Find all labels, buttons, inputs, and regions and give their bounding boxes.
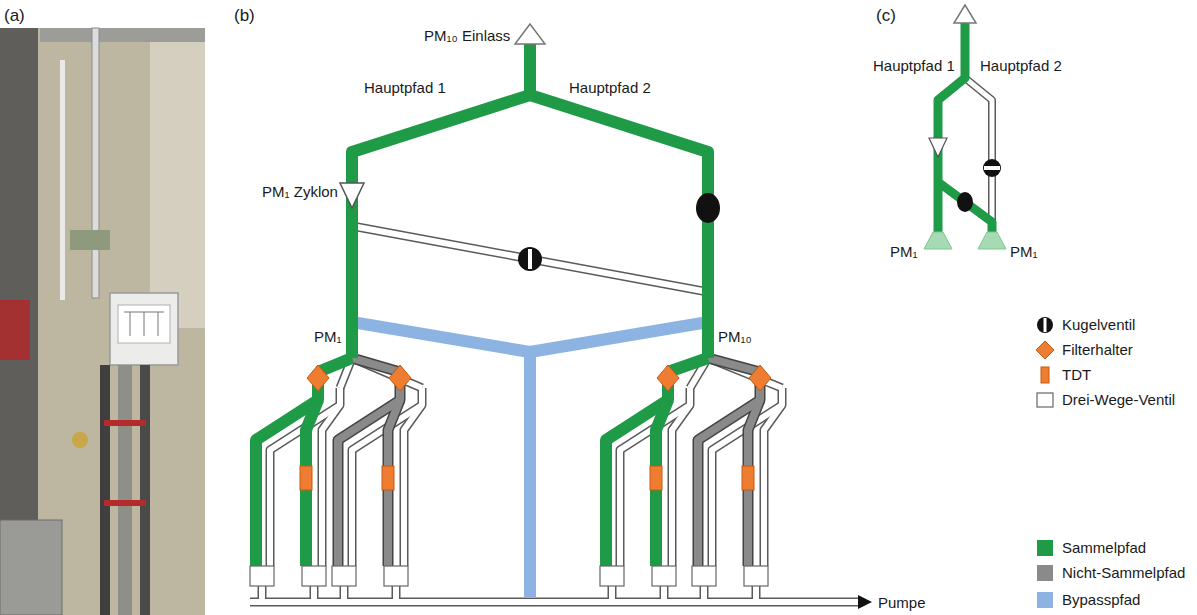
legend-text: Kugelventil bbox=[1062, 316, 1135, 333]
size-label: PM₁₀ bbox=[718, 328, 752, 345]
inactive-pipe-fill bbox=[250, 226, 858, 602]
legend-swatch bbox=[1037, 565, 1053, 581]
panel-label: (a) bbox=[4, 6, 25, 26]
legend-three-way-valve bbox=[1037, 393, 1053, 407]
grey-feed bbox=[352, 358, 400, 372]
cyclone-symbol bbox=[340, 183, 364, 208]
inlet-symbol bbox=[515, 24, 545, 44]
filter-tdt-valves bbox=[332, 365, 411, 586]
photo-frame bbox=[118, 365, 132, 615]
path-label: Hauptpfad 2 bbox=[569, 79, 651, 96]
main-path-2 bbox=[530, 95, 708, 358]
ball-valve-slot bbox=[984, 166, 1000, 170]
bypass-feed bbox=[352, 358, 422, 388]
legend-filter-holder bbox=[1036, 341, 1054, 359]
collecting-pipe bbox=[938, 22, 992, 234]
main-path-1 bbox=[352, 42, 530, 358]
pump-label: Pumpe bbox=[878, 594, 926, 611]
size-label: PM₁ bbox=[890, 243, 918, 260]
green-feed bbox=[318, 358, 352, 372]
legend-text: Sammelpfad bbox=[1062, 539, 1146, 556]
legend-swatch bbox=[1037, 592, 1053, 608]
path-label: Hauptpfad 1 bbox=[873, 57, 955, 74]
legend-text: Filterhalter bbox=[1062, 341, 1133, 358]
photo-wall-light bbox=[150, 28, 205, 328]
photo-connector bbox=[72, 432, 88, 448]
photo-pump-box bbox=[0, 520, 62, 615]
grey-feed bbox=[352, 358, 400, 372]
photo-cable bbox=[60, 60, 65, 300]
photo-valve bbox=[104, 500, 146, 506]
bypass-feed bbox=[708, 358, 782, 388]
photo-fitting bbox=[70, 230, 110, 250]
legend-text: TDT bbox=[1062, 366, 1091, 383]
size-label: PM₁ bbox=[1010, 243, 1038, 260]
size-label: PM₁ bbox=[314, 328, 342, 345]
photo-frame bbox=[140, 365, 150, 615]
photo bbox=[0, 28, 205, 615]
inlet-symbol bbox=[954, 5, 976, 23]
ball-valve bbox=[518, 247, 542, 271]
cyclone-label: PM₁ Zyklon bbox=[262, 183, 338, 200]
cyclone-symbol bbox=[929, 138, 947, 157]
legend-text: Drei-Wege-Ventil bbox=[1062, 391, 1175, 408]
photo-rail bbox=[40, 28, 205, 42]
path-label: Hauptpfad 2 bbox=[980, 57, 1062, 74]
inactive-pipe-outline bbox=[250, 226, 858, 602]
ball-valve bbox=[983, 159, 1001, 177]
inlet-label: PM₁₀ Einlass bbox=[424, 27, 510, 44]
bypass-feed bbox=[352, 358, 422, 388]
panel-label: (b) bbox=[234, 6, 255, 26]
filter-tdt-valves bbox=[250, 365, 329, 586]
photo-valve bbox=[104, 420, 146, 426]
bypass-pipe bbox=[352, 322, 708, 598]
cross-pipe bbox=[352, 226, 708, 292]
ball-valve-slot bbox=[528, 249, 532, 269]
filter-tdt-valves bbox=[692, 365, 771, 586]
ball-valve bbox=[696, 193, 720, 223]
photo-box-sketch bbox=[124, 312, 164, 336]
photo-wall bbox=[0, 28, 205, 615]
legend-ball-valve bbox=[1037, 317, 1053, 333]
ball-valve bbox=[957, 192, 973, 212]
legend-swatches bbox=[1037, 540, 1053, 608]
cross-pipe bbox=[352, 226, 708, 292]
pump-arrow bbox=[858, 595, 872, 609]
photo-red-part bbox=[0, 300, 30, 360]
legend-text: Bypasspfad bbox=[1062, 591, 1140, 608]
bypass-feed bbox=[708, 358, 782, 388]
grey-feed bbox=[708, 358, 760, 372]
grey-feed bbox=[708, 358, 760, 372]
photo-pipe bbox=[92, 28, 99, 298]
legend-tdt bbox=[1041, 367, 1049, 383]
outlet-funnel bbox=[978, 232, 1006, 249]
green-feed bbox=[668, 358, 708, 372]
photo-frame bbox=[100, 365, 110, 615]
filter-tdt-valves bbox=[600, 365, 679, 586]
legend-text: Nicht-Sammelpfad bbox=[1062, 564, 1185, 581]
photo-box-panel bbox=[118, 305, 170, 343]
outlet-funnel bbox=[924, 232, 952, 249]
panel-label: (c) bbox=[876, 6, 896, 26]
legend-swatch bbox=[1037, 540, 1053, 556]
legend-ball-valve-slot bbox=[1044, 318, 1047, 332]
path-label: Hauptpfad 1 bbox=[364, 79, 446, 96]
photo-control-box bbox=[110, 293, 178, 365]
collecting-pipe bbox=[256, 42, 708, 566]
